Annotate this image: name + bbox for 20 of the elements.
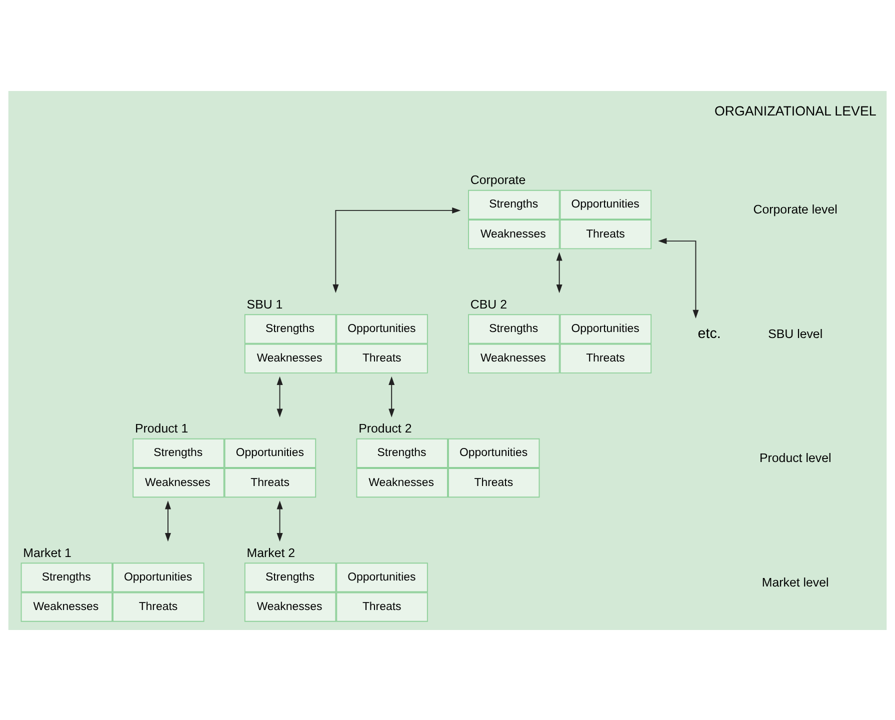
arrow (658, 238, 699, 318)
arrow (276, 500, 283, 542)
label: ORGANIZATIONAL LEVEL (714, 103, 876, 118)
node-text: etc. (698, 326, 721, 342)
arrow (276, 376, 283, 417)
arrow (164, 500, 171, 542)
label: Product level (760, 450, 832, 465)
arrow (556, 252, 562, 293)
node-label: Corporate (470, 172, 526, 187)
label: SBU level (768, 326, 823, 340)
node-label: Product 1 (134, 421, 188, 436)
node-label: SBU 1 (246, 296, 283, 311)
arrow (332, 206, 461, 293)
node-label: Market 2 (246, 545, 296, 560)
arrow (388, 376, 395, 417)
node-label: CBU 2 (470, 296, 507, 311)
label: Corporate level (753, 202, 838, 216)
label: Market level (762, 574, 829, 589)
node-label: Product 2 (358, 421, 412, 436)
node-label: Market 1 (23, 545, 72, 560)
